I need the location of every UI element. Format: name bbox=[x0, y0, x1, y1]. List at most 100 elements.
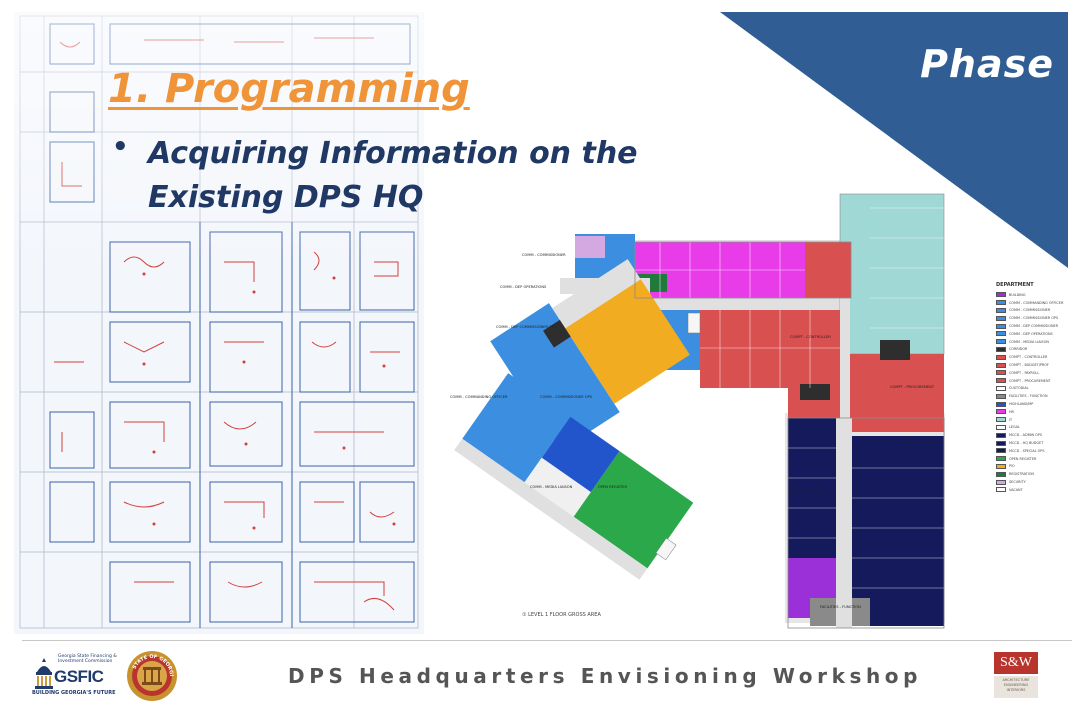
gsfic-wordmark: GSFIC bbox=[54, 667, 104, 686]
legend-label: COMPT - CONTROLLER bbox=[1009, 355, 1048, 360]
legend-swatch bbox=[996, 300, 1006, 306]
legend-item: COMM - MEDIA LIAISON bbox=[996, 338, 1066, 346]
gsfic-full-name: Georgia State Financing & Investment Com… bbox=[58, 654, 117, 664]
svg-text:COMM - COMMISSIONER: COMM - COMMISSIONER bbox=[522, 253, 566, 257]
capitol-dome-icon bbox=[35, 658, 53, 689]
svg-text:COMPT - CONTROLLER: COMPT - CONTROLLER bbox=[790, 335, 831, 339]
svg-text:MCCD - HQ BUDGET: MCCD - HQ BUDGET bbox=[790, 489, 827, 493]
sw-wordmark: S&W bbox=[994, 652, 1038, 674]
level-marker: ① bbox=[522, 612, 529, 618]
legend-label: VACANT bbox=[1009, 487, 1023, 492]
legend-item: COMM - COMMISSIONER OPS bbox=[996, 314, 1066, 322]
legend-item: IT bbox=[996, 416, 1066, 424]
legend-label: COMM - COMMISSIONER bbox=[1009, 308, 1051, 313]
workshop-title: DPS Headquarters Envisioning Workshop bbox=[288, 664, 923, 688]
department-legend: DEPARTMENT BUILDING COMM - COMMANDING OFF… bbox=[996, 282, 1066, 494]
state-of-georgia-seal: STATE OF GEORGIA bbox=[126, 650, 177, 701]
legend-rows: BUILDING COMM - COMMANDING OFFICER COMM - … bbox=[996, 291, 1066, 494]
legend-swatch bbox=[996, 409, 1006, 415]
svg-text:COMPT - PROCUREMENT: COMPT - PROCUREMENT bbox=[890, 385, 935, 389]
legend-label: MCCD - ADMIN OPS bbox=[1009, 433, 1042, 438]
legend-item: OPEN REGISTER bbox=[996, 455, 1066, 463]
legend-item: MCCD - ADMIN OPS bbox=[996, 431, 1066, 439]
svg-text:FACILITIES - FUNCTION: FACILITIES - FUNCTION bbox=[820, 605, 861, 609]
legend-label: HR bbox=[1009, 409, 1014, 414]
legend-item: COMM - COMMANDING OFFICER bbox=[996, 299, 1066, 307]
legend-item: VACANT bbox=[996, 486, 1066, 494]
slide-title: 1. Programming bbox=[108, 66, 470, 112]
legend-swatch bbox=[996, 432, 1006, 438]
legend-swatch bbox=[996, 307, 1006, 313]
sketch-fade-overlay bbox=[14, 12, 424, 262]
legend-item: BUILDING bbox=[996, 291, 1066, 299]
legend-swatch bbox=[996, 401, 1006, 407]
legend-swatch bbox=[996, 323, 1006, 329]
legend-label: COMM - COMMANDING OFFICER bbox=[1009, 300, 1064, 305]
sw-tagline: ARCHITECTURE ENGINEERING INTERIORS bbox=[994, 676, 1038, 698]
legend-label: COMPT - PAYROLL bbox=[1009, 370, 1040, 375]
legend-swatch bbox=[996, 354, 1006, 360]
legend-label: BUILDING bbox=[1009, 292, 1026, 297]
legend-swatch bbox=[996, 440, 1006, 446]
legend-label: CORRIDOR bbox=[1009, 347, 1028, 352]
legend-label: MCCD - HQ BUDGET bbox=[1009, 441, 1044, 446]
legend-label: IT bbox=[1009, 417, 1013, 422]
legend-label: HIGHLAND/MP bbox=[1009, 402, 1034, 407]
legend-swatch bbox=[996, 362, 1006, 368]
legend-swatch bbox=[996, 471, 1006, 477]
svg-text:COMM - DEP OPERATIONS: COMM - DEP OPERATIONS bbox=[500, 285, 547, 289]
legend-swatch bbox=[996, 424, 1006, 430]
legend-swatch bbox=[996, 448, 1006, 454]
existing-floor-plan-sketch bbox=[14, 12, 424, 634]
bullet-text: Acquiring Information on the Existing DP… bbox=[148, 136, 638, 215]
legend-swatch bbox=[996, 385, 1006, 391]
legend-title: DEPARTMENT bbox=[996, 282, 1034, 288]
footer-divider bbox=[22, 640, 1072, 641]
legend-swatch bbox=[996, 292, 1006, 298]
legend-label: LEGAL bbox=[1009, 425, 1020, 430]
legend-label: SECURITY bbox=[1009, 480, 1026, 485]
legend-swatch bbox=[996, 331, 1006, 337]
legend-label: COMM - MEDIA LIAISON bbox=[1009, 339, 1049, 344]
legend-item: COMM - DEP OPERATIONS bbox=[996, 330, 1066, 338]
legend-item: HIGHLAND/MP bbox=[996, 400, 1066, 408]
legend-swatch bbox=[996, 346, 1006, 352]
svg-text:MCCD - ADMIN OPS: MCCD - ADMIN OPS bbox=[904, 441, 940, 445]
bullet-marker: • bbox=[112, 132, 129, 162]
svg-text:COMM - COMMANDING OFFICER: COMM - COMMANDING OFFICER bbox=[450, 395, 508, 399]
legend-swatch bbox=[996, 378, 1006, 384]
legend-label: COMM - DEP COMMISSIONER bbox=[1009, 324, 1059, 329]
legend-item: HR bbox=[996, 408, 1066, 416]
legend-swatch bbox=[996, 479, 1006, 485]
legend-swatch bbox=[996, 463, 1006, 469]
legend-item: PIO bbox=[996, 463, 1066, 471]
legend-item: COMM - DEP COMMISSIONER bbox=[996, 322, 1066, 330]
legend-item: COMPT - PROCUREMENT bbox=[996, 377, 1066, 385]
legend-item: REGISTRATION bbox=[996, 470, 1066, 478]
legend-label: COMPT - BUDGET/PROF bbox=[1009, 363, 1049, 368]
legend-label: FACILITIES - FUNCTION bbox=[1009, 394, 1048, 399]
legend-item: MCCD - HQ BUDGET bbox=[996, 439, 1066, 447]
phase-label: Phase bbox=[920, 42, 1054, 86]
legend-label: PIO bbox=[1009, 464, 1015, 469]
plan-level-caption: ① LEVEL 1 FLOOR GROSS AREA bbox=[522, 612, 601, 618]
svg-text:COMM - MEDIA LIAISON: COMM - MEDIA LIAISON bbox=[530, 485, 573, 489]
legend-swatch bbox=[996, 315, 1006, 321]
legend-label: COMM - DEP OPERATIONS bbox=[1009, 331, 1053, 336]
svg-text:COMM - DEP COMMISSIONER OPS: COMM - DEP COMMISSIONER OPS bbox=[496, 325, 557, 329]
legend-swatch bbox=[996, 417, 1006, 423]
legend-item: COMPT - PAYROLL bbox=[996, 369, 1066, 377]
legend-item: COMPT - BUDGET/PROF bbox=[996, 361, 1066, 369]
sw-logo: S&W ARCHITECTURE ENGINEERING INTERIORS bbox=[990, 650, 1042, 700]
legend-label: OPEN REGISTER bbox=[1009, 456, 1037, 461]
legend-item: MCCD - SPECIAL OPS bbox=[996, 447, 1066, 455]
legend-label: REGISTRATION bbox=[1009, 472, 1034, 477]
legend-label: MCCD - SPECIAL OPS bbox=[1009, 448, 1045, 453]
legend-swatch bbox=[996, 456, 1006, 462]
legend-label: COMPT - PROCUREMENT bbox=[1009, 378, 1051, 383]
svg-text:OPEN REGISTER: OPEN REGISTER bbox=[598, 485, 627, 489]
legend-swatch bbox=[996, 487, 1006, 493]
legend-label: CUSTODIAL bbox=[1009, 386, 1029, 391]
svg-text:COMM - COMMISSIONER OPS: COMM - COMMISSIONER OPS bbox=[540, 395, 593, 399]
legend-item: CORRIDOR bbox=[996, 346, 1066, 354]
